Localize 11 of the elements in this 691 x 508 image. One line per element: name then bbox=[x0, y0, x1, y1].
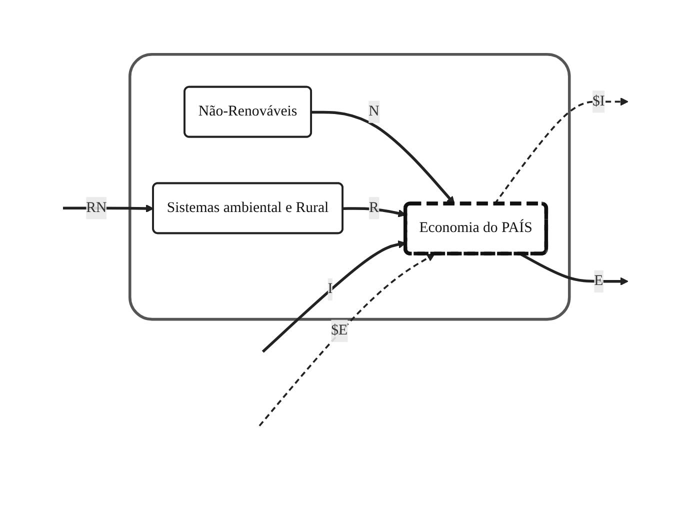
arrow bbox=[62, 204, 154, 213]
cluster bbox=[128, 53, 571, 321]
edge-label: N bbox=[368, 103, 380, 120]
edge-label: $E bbox=[331, 322, 348, 338]
edge-label: RN bbox=[86, 200, 107, 216]
arrow bbox=[258, 254, 435, 426]
arrow bbox=[312, 110, 455, 204]
edge-label: I bbox=[328, 280, 333, 297]
edge-label: E bbox=[594, 272, 604, 289]
edge-label: $I bbox=[592, 93, 605, 110]
edge-label: R bbox=[369, 200, 379, 216]
